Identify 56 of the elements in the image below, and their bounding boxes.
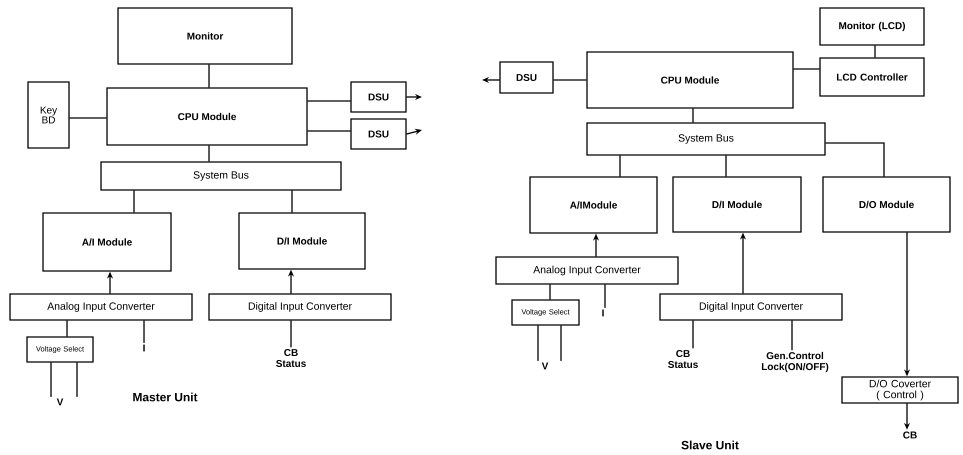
connector	[537, 326, 539, 361]
connector	[560, 326, 562, 361]
converter-box: System Bus	[586, 122, 826, 156]
connector	[70, 117, 106, 119]
module-box: CPU Module	[586, 51, 794, 109]
converter-box: Analog Input Converter	[495, 256, 679, 285]
connector	[549, 284, 551, 300]
connector	[66, 320, 68, 336]
converter-box: Digital Input Converter	[659, 293, 843, 321]
keyboard-box: Key BD	[27, 81, 70, 149]
converter-box: Analog Input Converter	[9, 293, 193, 321]
signal-label: CB Status	[668, 350, 698, 368]
connector	[692, 108, 694, 122]
signal-label: I	[143, 344, 145, 352]
module-box: D/I Module	[672, 176, 802, 233]
module-box: LCD Controller	[819, 57, 925, 97]
connector	[308, 100, 350, 102]
signal-label: V	[56, 398, 64, 406]
module-box: A/IModule	[529, 176, 658, 234]
signal-label: I	[602, 310, 604, 316]
connector	[308, 130, 350, 132]
module-box: DSU	[499, 61, 554, 94]
connector	[826, 142, 885, 176]
module-box: DSU	[350, 81, 407, 113]
signal-label: CB	[903, 431, 917, 439]
converter-box: System Bus	[100, 161, 342, 191]
connector	[725, 156, 727, 176]
connector	[619, 156, 621, 176]
connector	[692, 320, 694, 348]
connector	[794, 68, 820, 70]
connector	[208, 64, 210, 88]
converter-box: Digital Input Converter	[208, 293, 392, 321]
module-box: DSU	[350, 118, 407, 150]
connector	[76, 362, 78, 397]
connector	[143, 320, 145, 343]
connector	[791, 320, 793, 350]
converter-box: D/O Coverter ( Control )	[841, 376, 959, 404]
connector	[554, 79, 586, 81]
module-box: Monitor	[117, 7, 293, 65]
connector	[291, 190, 293, 212]
connector	[290, 320, 292, 348]
module-box: D/O Module	[822, 176, 951, 233]
module-box: A/I Module	[42, 212, 172, 272]
signal-label: CB Status	[276, 349, 306, 367]
unit-title: Master Unit	[133, 392, 198, 402]
signal-label: Gen.Control Lock(ON/OFF)	[762, 352, 828, 372]
connector	[208, 146, 210, 162]
module-box: CPU Module	[106, 87, 308, 146]
connector	[133, 190, 135, 212]
connector	[874, 46, 876, 58]
signal-label: V	[542, 362, 548, 370]
module-box: D/I Module	[238, 212, 366, 270]
module-box: Monitor (LCD)	[819, 7, 925, 46]
unit-title: Slave Unit	[681, 440, 739, 450]
connector	[604, 284, 606, 308]
connector	[50, 362, 52, 397]
